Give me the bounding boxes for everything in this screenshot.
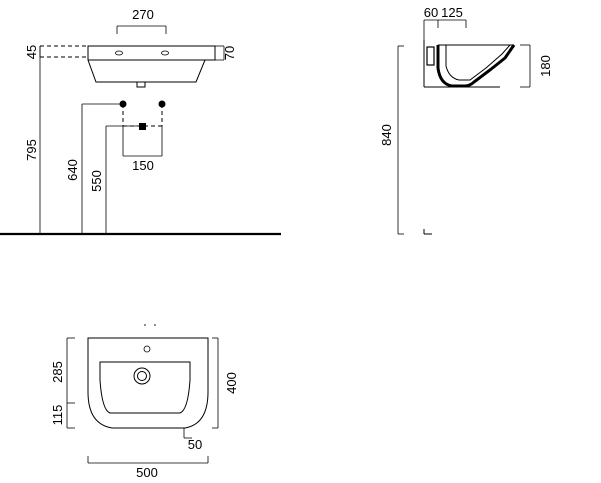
side-view: 840 60 125 180 — [379, 5, 553, 235]
dim-795-label: 795 — [24, 139, 39, 161]
front-view: 270 45 70 795 640 550 150 — [0, 7, 281, 236]
side-basin-profile — [436, 44, 516, 88]
top-centre-mark-left — [144, 324, 146, 326]
dim-840-label: 840 — [379, 124, 394, 146]
dim-70-label: 70 — [222, 46, 237, 60]
dim-640-label: 640 — [65, 159, 80, 181]
dim-45-label: 45 — [24, 45, 39, 59]
top-bowl-outline — [99, 361, 191, 414]
dim-60-label: 60 — [424, 5, 438, 20]
dim-115-label: 115 — [50, 405, 65, 426]
top-basin-outline — [87, 337, 209, 429]
supply-connector-left — [119, 100, 127, 108]
dim-180-label: 180 — [538, 55, 553, 77]
top-drain-inner — [137, 371, 147, 381]
front-drain — [136, 81, 146, 88]
top-drain-outer — [133, 367, 151, 385]
top-tap-hole — [143, 345, 151, 353]
supply-connector-right — [158, 100, 166, 108]
dim-285-label: 285 — [50, 361, 65, 383]
top-view: 285 115 400 50 500 — [50, 324, 239, 480]
front-tap-hole-left — [115, 50, 123, 56]
dim-270-label: 270 — [132, 7, 154, 22]
dim-50-label: 50 — [188, 437, 202, 452]
dim-400-label: 400 — [224, 372, 239, 394]
waste-connector — [139, 123, 146, 130]
dim-550-label: 550 — [89, 170, 104, 192]
front-tap-hole-right — [161, 50, 169, 56]
dim-150-label: 150 — [132, 158, 154, 173]
top-centre-mark-right — [154, 324, 156, 326]
side-basin-inner — [445, 44, 511, 81]
dim-125-label: 125 — [441, 5, 463, 20]
side-tap-body — [426, 46, 435, 66]
dim-500-label: 500 — [136, 465, 158, 480]
front-basin-outline — [87, 45, 216, 83]
